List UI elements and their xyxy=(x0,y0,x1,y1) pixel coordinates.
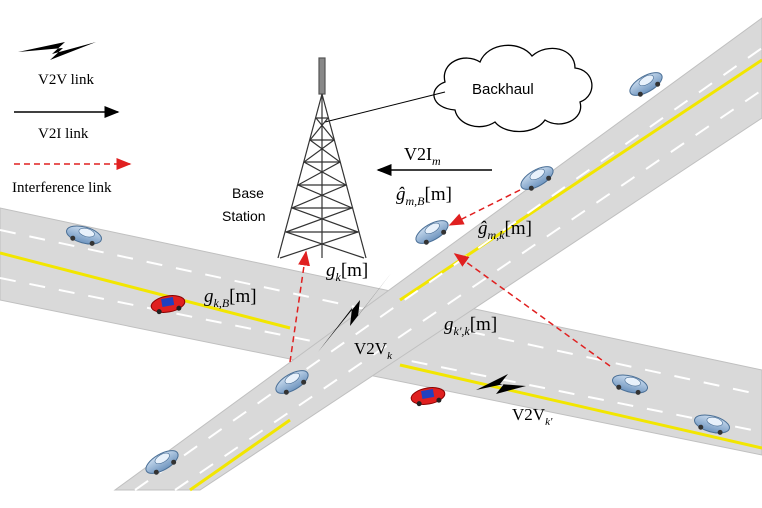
v2v-k-lightning-icon xyxy=(318,272,392,352)
base-station-label-line2: Station xyxy=(222,208,266,224)
label-g-kB: gk,B[m] xyxy=(204,286,257,310)
label-v2v-kp: V2Vk' xyxy=(512,405,553,428)
label-g-k: gk[m] xyxy=(326,260,368,284)
label-g-kpk: gk',k[m] xyxy=(444,314,497,338)
backhaul-line xyxy=(324,91,446,123)
legend: V2V link V2I link Interference link xyxy=(12,42,132,196)
v2v-kp-lightning-icon xyxy=(476,374,526,394)
v2i-k-interference-arrow xyxy=(289,250,310,363)
interference-mk-arrow xyxy=(448,189,521,226)
legend-v2v-label: V2V link xyxy=(38,72,94,88)
backhaul-cloud: Backhaul xyxy=(433,44,593,133)
label-v2v-k: V2Vk xyxy=(354,339,393,362)
label-v2i-m: V2Im xyxy=(404,144,441,168)
v2v-lightning-icon xyxy=(18,42,96,60)
cloud-label: Backhaul xyxy=(472,81,534,98)
label-g-hat-mk: ĝm,k[m] xyxy=(478,218,532,242)
legend-interference-label: Interference link xyxy=(12,180,112,196)
label-g-hat-mB: ĝm,B[m] xyxy=(396,184,452,208)
interference-kpk-arrow xyxy=(453,253,611,367)
car-vk-receiver xyxy=(411,215,453,249)
base-station-tower xyxy=(277,57,367,259)
base-station-label-line1: Base xyxy=(232,185,264,201)
legend-v2i-label: V2I link xyxy=(38,126,89,142)
car-red-center xyxy=(409,384,447,408)
